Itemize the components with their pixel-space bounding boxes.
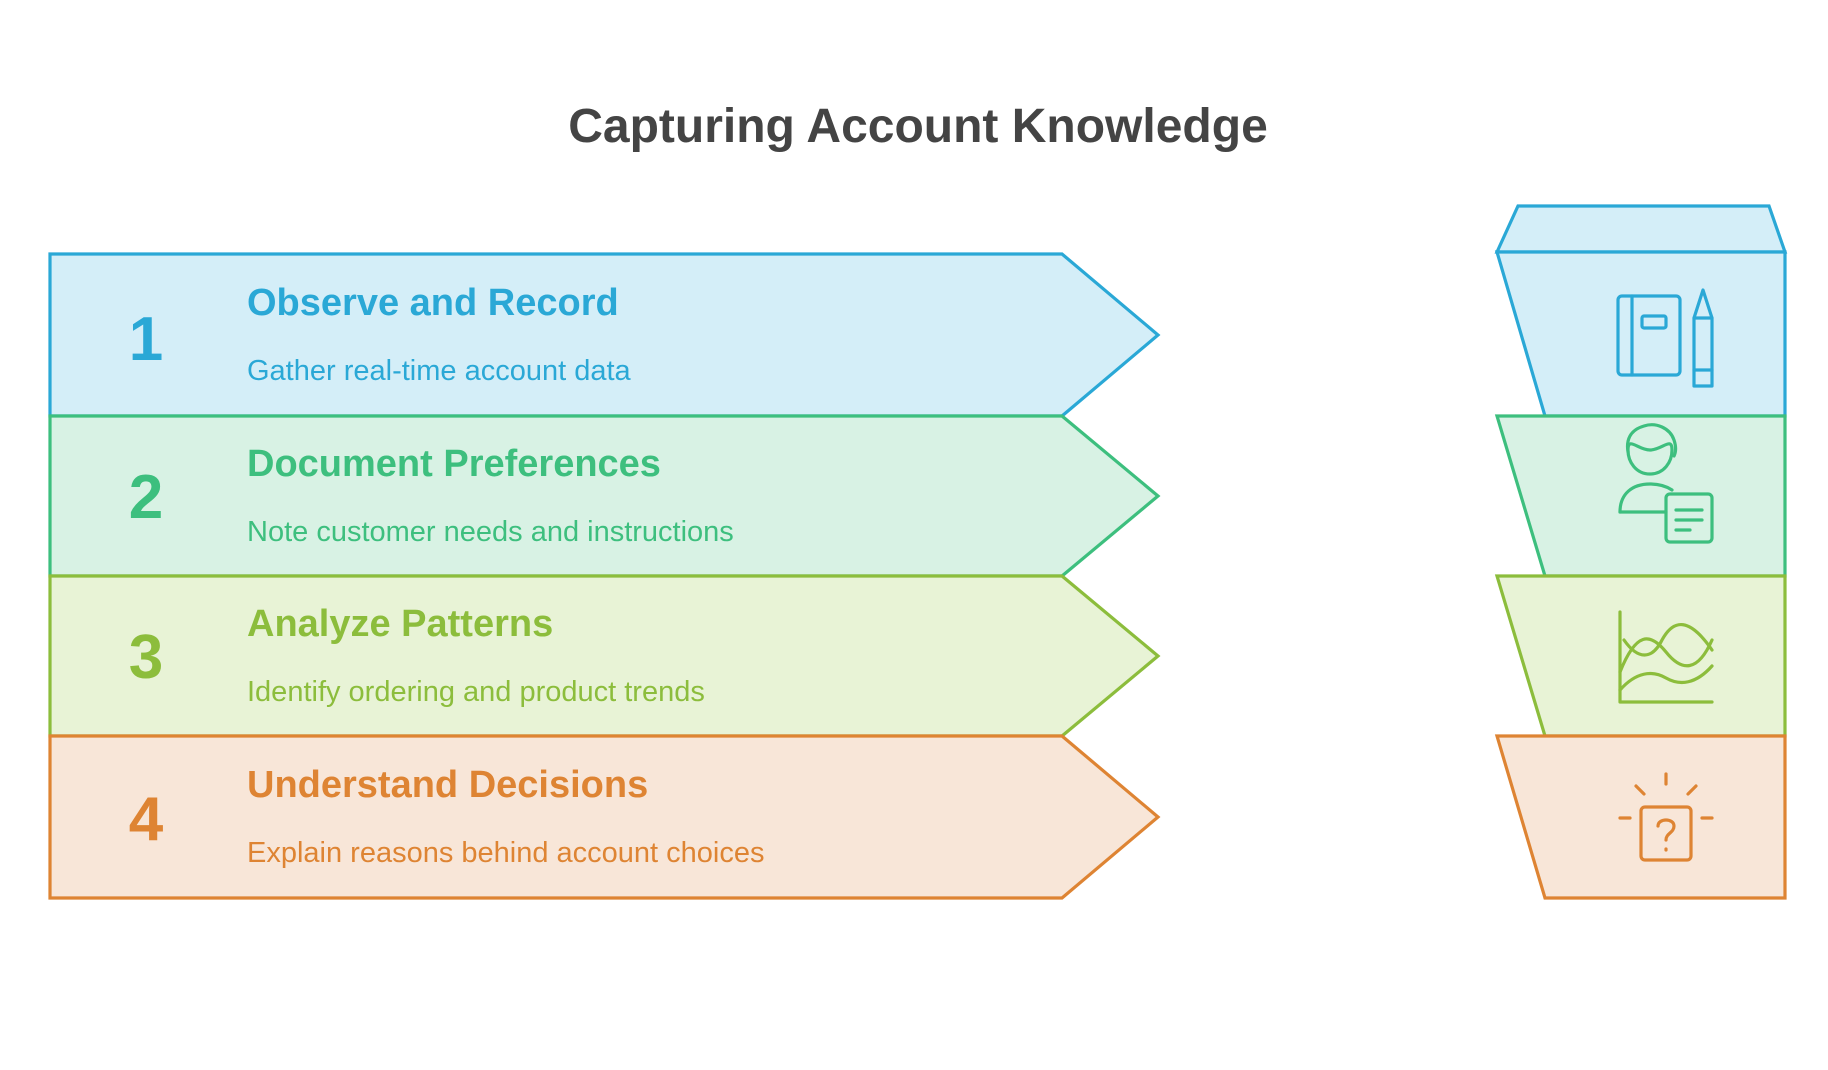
- icon-block-2: [1494, 414, 1787, 578]
- notebook-pencil-icon: [1616, 288, 1714, 388]
- wave-chart-icon: [1618, 610, 1714, 704]
- step-2: 2 Document Preferences Note customer nee…: [48, 414, 1161, 578]
- step-4-title: Understand Decisions: [247, 764, 648, 806]
- step-3-arrow: [48, 574, 1161, 738]
- step-4-description: Explain reasons behind account choices: [247, 837, 765, 869]
- step-3-number: 3: [129, 623, 163, 692]
- diagram-title: Capturing Account Knowledge: [568, 100, 1268, 153]
- step-4: 4 Understand Decisions Explain reasons b…: [48, 734, 1161, 900]
- step-1-number: 1: [129, 305, 163, 374]
- step-4-arrow: [48, 734, 1161, 900]
- step-1-title: Observe and Record: [247, 282, 619, 324]
- step-2-description: Note customer needs and instructions: [247, 516, 734, 548]
- icon-block-1: [1494, 250, 1787, 418]
- step-3: 3 Analyze Patterns Identify ordering and…: [48, 574, 1161, 738]
- step-2-arrow: [48, 414, 1161, 578]
- icon-stack: [1494, 204, 1788, 900]
- step-2-title: Document Preferences: [247, 443, 661, 485]
- step-3-description: Identify ordering and product trends: [247, 676, 705, 708]
- person-document-icon: [1618, 423, 1714, 544]
- step-2-number: 2: [129, 463, 163, 532]
- step-1: 1 Observe and Record Gather real-time ac…: [48, 252, 1161, 418]
- stack-cap: [1494, 204, 1788, 254]
- step-4-number: 4: [129, 785, 164, 854]
- step-3-title: Analyze Patterns: [247, 603, 553, 645]
- step-1-arrow: [48, 252, 1161, 418]
- question-box-icon: [1618, 772, 1714, 862]
- step-1-description: Gather real-time account data: [247, 355, 632, 387]
